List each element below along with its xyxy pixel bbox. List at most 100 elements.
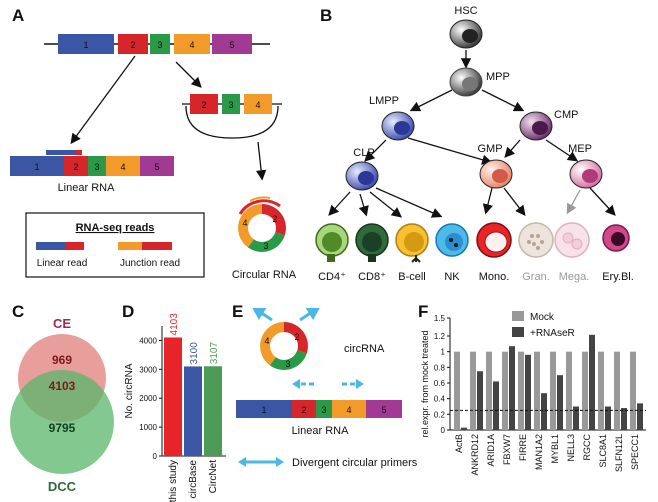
panel-c-letter: C	[12, 302, 25, 321]
d-y-tick-label: 2000	[139, 394, 157, 403]
exon-1-label: 1	[83, 40, 88, 50]
f-bar	[550, 351, 556, 430]
e-primers-label: Divergent circular primers	[292, 457, 418, 469]
e-exon-3: 3	[321, 405, 326, 415]
exon-4-label: 4	[189, 40, 194, 50]
f-bar	[566, 351, 572, 430]
panel-b-hematopoiesis-tree: HSC MPP LMPP CMP CLP GMP MEP	[315, 5, 634, 283]
d-bar-value-label: 4103	[169, 313, 180, 336]
venn-dcc-only: 9795	[49, 421, 76, 435]
panel-f-letter: F	[418, 302, 429, 321]
f-bar	[486, 351, 492, 430]
cell-mep	[569, 159, 603, 189]
rna-seq-legend: RNA-seq reads Linear read Junction read	[25, 212, 205, 278]
f-category-label: FBXW7	[502, 434, 512, 465]
label-mep: MEP	[568, 143, 592, 155]
f-category-label: RGCC	[582, 434, 592, 461]
f-category-label: NELL3	[566, 434, 576, 462]
f-bar	[598, 351, 604, 430]
d-y-tick-label: 4000	[139, 336, 157, 345]
f-bar	[573, 406, 579, 430]
f-y-tick-label: 0.8	[434, 363, 446, 372]
label-lmpp: LMPP	[369, 95, 399, 107]
f-y-axis-label: rel.expr. from mock treated	[420, 330, 430, 437]
cell-cd4	[315, 223, 349, 262]
legend-junction-read: Junction read	[120, 258, 180, 269]
f-bar	[461, 427, 467, 430]
d-bar	[164, 337, 182, 456]
label-cmp: CMP	[554, 109, 578, 121]
panel-e-letter: E	[232, 302, 244, 321]
label-gmp: GMP	[477, 143, 502, 155]
panel-d-letter: D	[122, 302, 135, 321]
bs-exon-2-label: 2	[201, 100, 206, 110]
f-bar	[502, 351, 508, 430]
lin-exon-3-label: 3	[94, 162, 99, 172]
label-nk: NK	[444, 271, 460, 283]
f-bar	[589, 334, 595, 430]
f-y-tick-label: 0	[441, 426, 446, 435]
label-cd4: CD4⁺	[318, 271, 346, 283]
e-circrna-label: circRNA	[344, 343, 385, 355]
venn-dcc-label: DCC	[48, 479, 77, 494]
cell-gmp	[479, 159, 513, 189]
f-bar	[630, 351, 636, 430]
label-erybl: Ery.Bl.	[602, 271, 634, 283]
d-bar	[204, 366, 222, 456]
f-bar	[621, 408, 627, 430]
cell-gran	[518, 222, 554, 258]
bs-exon-4-label: 4	[255, 100, 260, 110]
f-bar	[470, 351, 476, 430]
f-bar	[525, 354, 531, 430]
exon-1	[58, 34, 114, 54]
lin-exon-1-label: 1	[34, 162, 39, 172]
f-y-tick-label: 1.5	[434, 314, 446, 323]
cell-nk	[435, 223, 469, 257]
cell-erybl	[602, 224, 630, 252]
cell-cmp	[519, 111, 553, 141]
f-bar	[509, 346, 515, 430]
f-bar	[493, 381, 499, 430]
f-bar	[557, 375, 563, 430]
d-category-label: this study	[168, 460, 179, 502]
label-mega: Mega.	[559, 271, 590, 283]
e-exon-1: 1	[261, 405, 266, 415]
cell-mono	[476, 222, 512, 258]
d-y-tick-label: 1000	[139, 423, 157, 432]
panel-c-venn: CE 969 4103 9795 DCC	[10, 316, 114, 494]
lin-exon-2-label: 2	[73, 162, 78, 172]
exon-2	[118, 34, 148, 54]
f-category-label: MAN1A2	[534, 434, 544, 470]
f-legend-swatch	[512, 311, 524, 321]
label-hsc: HSC	[454, 5, 477, 17]
legend-linear-read: Linear read	[37, 258, 88, 269]
e-circ-exon-2: 2	[294, 332, 299, 342]
exon-4	[174, 34, 210, 54]
f-legend-label: +RNAseR	[530, 328, 575, 339]
arrow-to-linear	[70, 55, 136, 145]
d-y-axis-label: No. circRNA	[124, 363, 135, 418]
panel-a-letter: A	[12, 6, 25, 25]
e-legend-primer-arrow	[238, 457, 284, 467]
e-linear-rna: 1 2 3 4 5	[236, 400, 402, 418]
label-clp: CLP	[353, 147, 374, 159]
f-bar	[582, 351, 588, 430]
f-y-tick-label: 0.2	[434, 410, 446, 419]
f-y-tick-label: 0.4	[434, 395, 446, 404]
label-mono: Mono.	[479, 271, 510, 283]
venn-ce-only: 969	[52, 353, 72, 367]
venn-overlap: 4103	[49, 379, 76, 393]
f-bar	[614, 351, 620, 430]
f-category-label: ARID1A	[486, 434, 496, 467]
d-bar-value-label: 3107	[209, 342, 220, 365]
f-bar	[637, 403, 643, 430]
f-legend-label: Mock	[530, 312, 555, 323]
circ-exon-2-label: 2	[272, 214, 277, 224]
circ-exon-3-label: 3	[263, 241, 268, 251]
panel-e-primer-diagram: 2 3 4 circRNA 1 2 3 4 5 Linear RNA Diver…	[236, 308, 418, 469]
lin-exon-5-label: 5	[154, 162, 159, 172]
label-gran: Gran.	[522, 271, 550, 283]
panel-a-diagram: 1 2 3 4 5 2 3 4 1 2 3 4 5 Linear RNA	[10, 34, 297, 281]
